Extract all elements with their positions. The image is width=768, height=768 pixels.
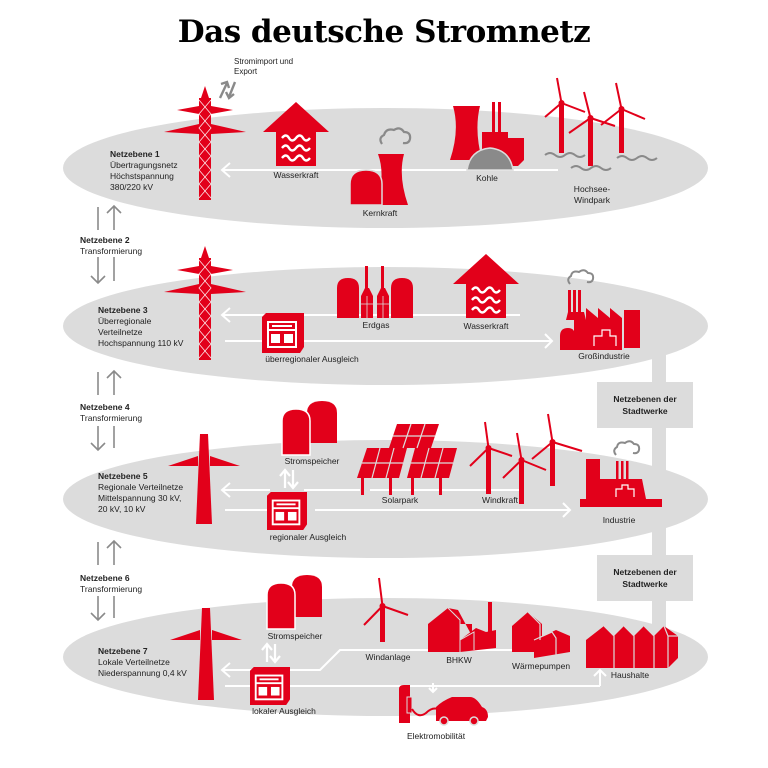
grossindustrie-label: Großindustrie bbox=[578, 351, 630, 361]
lokaler-ausgleich-label: lokaler Ausgleich bbox=[252, 706, 316, 716]
hydropower-icon bbox=[263, 102, 329, 166]
level-2-label: Netzebene 2 Transformierung bbox=[80, 235, 142, 257]
stadtwerke-box-1-line2: Stadtwerke bbox=[622, 406, 668, 416]
level-4-name: Netzebene 4 bbox=[80, 402, 130, 412]
level-2-line: Transformierung bbox=[80, 246, 143, 256]
erdgas-label: Erdgas bbox=[362, 320, 390, 330]
energy-storage-icon bbox=[281, 401, 337, 456]
offshore-windpark-icon bbox=[544, 77, 658, 171]
level-3-name: Netzebene 3 bbox=[98, 305, 148, 315]
level-1-line: Übertragungsnetz bbox=[110, 160, 178, 170]
waermepumpen-label: Wärmepumpen bbox=[511, 661, 571, 671]
level-1-line: Höchstspannung bbox=[110, 171, 174, 181]
transmission-tower-icon bbox=[168, 434, 240, 524]
solarpark-label: Solarpark bbox=[381, 495, 419, 505]
level-6-label: Netzebene 6 Transformierung bbox=[80, 573, 142, 595]
heat-pump-icon bbox=[512, 611, 570, 658]
wasserkraft-3-label: Wasserkraft bbox=[463, 321, 509, 331]
stromspeicher-5-label: Stromspeicher bbox=[284, 456, 340, 466]
level-5-line: Regionale Verteilnetze bbox=[98, 482, 184, 492]
level-7-name: Netzebene 7 bbox=[98, 646, 148, 656]
windpark-label-2: Windpark bbox=[574, 195, 610, 205]
windpark-label-1: Hochsee- bbox=[573, 184, 611, 194]
chp-plant-icon bbox=[428, 602, 496, 652]
regionaler-ausgleich-label: regionaler Ausgleich bbox=[269, 532, 347, 542]
level-5-line: 20 kV, 10 kV bbox=[98, 504, 146, 514]
level-5-line: Mittelspannung 30 kV, bbox=[98, 493, 182, 503]
industrie-label: Industrie bbox=[602, 515, 636, 525]
level-4-line: Transformierung bbox=[80, 413, 143, 423]
import-export-arrows-icon bbox=[218, 80, 237, 100]
transmission-tower-lattice-icon bbox=[164, 86, 246, 200]
local-balancing-icon bbox=[250, 666, 290, 706]
windanlage-label: Windanlage bbox=[365, 652, 411, 662]
wind-turbine-icon bbox=[363, 577, 409, 642]
level-2-name: Netzebene 2 bbox=[80, 235, 130, 245]
level-7-line: Lokale Verteilnetze bbox=[98, 657, 170, 667]
wasserkraft-1-label: Wasserkraft bbox=[273, 170, 319, 180]
energy-storage-icon bbox=[266, 575, 322, 630]
level-7-label: Netzebene 7 Lokale Verteilnetze Niedersp… bbox=[98, 646, 187, 679]
gas-power-icon bbox=[337, 266, 413, 318]
haushalte-label: Haushalte bbox=[610, 670, 650, 680]
level-5-label: Netzebene 5 Regionale Verteilnetze Mitte… bbox=[98, 471, 183, 515]
level-6-line: Transformierung bbox=[80, 584, 143, 594]
ueberregionaler-ausgleich-label: überregionaler Ausgleich bbox=[265, 354, 359, 364]
industry-icon bbox=[580, 440, 662, 507]
nuclear-power-icon bbox=[349, 127, 412, 206]
level-1-label: Netzebene 1 Übertragungsnetz Höchstspann… bbox=[110, 149, 178, 193]
wind-turbine-group-icon bbox=[469, 413, 583, 504]
stadtwerke-box-2: Netzebenen der Stadtwerke bbox=[597, 555, 693, 601]
solar-park-icon bbox=[357, 423, 457, 495]
level-3-line: Hochspannung 110 kV bbox=[98, 338, 184, 348]
regional-balancing-icon bbox=[267, 491, 307, 531]
electric-car-charging-icon bbox=[399, 683, 488, 726]
kohle-label: Kohle bbox=[476, 173, 498, 183]
households-icon bbox=[586, 625, 678, 668]
elektromobilitaet-label: Elektromobilität bbox=[406, 731, 466, 741]
level-6-name: Netzebene 6 bbox=[80, 573, 130, 583]
transmission-tower-lattice-icon bbox=[164, 246, 246, 360]
level-1-line: 380/220 kV bbox=[110, 182, 154, 192]
storage-exchange-arrows-icon bbox=[279, 468, 299, 490]
stadtwerke-box-2-line1: Netzebenen der bbox=[613, 567, 677, 577]
level-3-line: Verteilnetze bbox=[98, 327, 143, 337]
level-5-name: Netzebene 5 bbox=[98, 471, 148, 481]
storage-exchange-arrows-icon bbox=[261, 642, 281, 664]
transform-arrows-4 bbox=[90, 369, 122, 452]
transmission-tower-icon bbox=[170, 608, 242, 700]
page-title: Das deutsche Stromnetz bbox=[177, 14, 591, 50]
hydropower-icon bbox=[453, 254, 519, 318]
windkraft-label: Windkraft bbox=[482, 495, 518, 505]
level-1-name: Netzebene 1 bbox=[110, 149, 160, 159]
bhkw-label: BHKW bbox=[446, 655, 472, 665]
heavy-industry-icon bbox=[560, 269, 640, 350]
transform-arrows-2 bbox=[90, 204, 122, 285]
stadtwerke-box-1: Netzebenen der Stadtwerke bbox=[597, 382, 693, 428]
import-export-label: Stromimport und Export bbox=[234, 57, 294, 76]
level-3-label: Netzebene 3 Überregionale Verteilnetze H… bbox=[98, 305, 183, 349]
level-5-flow-lines bbox=[220, 482, 572, 518]
supra-regional-balancing-icon bbox=[262, 313, 304, 353]
level-4-label: Netzebene 4 Transformierung bbox=[80, 402, 142, 424]
level-7-line: Niederspannung 0,4 kV bbox=[98, 668, 187, 678]
level-3-line: Überregionale bbox=[98, 316, 152, 326]
stromspeicher-7-label: Stromspeicher bbox=[267, 631, 323, 641]
stadtwerke-box-1-line1: Netzebenen der bbox=[613, 394, 677, 404]
transform-arrows-6 bbox=[90, 539, 122, 622]
stadtwerke-box-2-line2: Stadtwerke bbox=[622, 579, 668, 589]
coal-power-icon bbox=[450, 102, 524, 171]
kernkraft-label: Kernkraft bbox=[362, 208, 398, 218]
